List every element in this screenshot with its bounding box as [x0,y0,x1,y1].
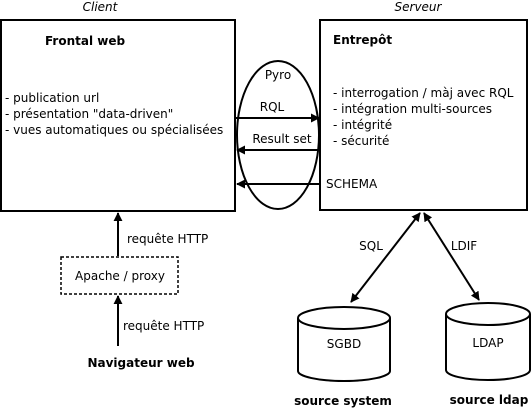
ldap-label: LDAP [472,336,503,350]
sql-arrow [350,212,421,303]
sgbd-label: SGBD [327,337,361,351]
http-label-lower: requête HTTP [123,319,204,333]
client-heading: Client [83,0,119,14]
schema-label: SCHEMA [326,177,378,191]
proxy-box [60,256,179,295]
sgbd-cylinder [297,306,391,382]
server-heading: Serveur [395,0,443,14]
client-item-views: - vues automatiques ou spécialisées [5,123,223,137]
sql-label: SQL [359,239,383,253]
ldap-cylinder [445,302,531,381]
rql-label: RQL [260,100,285,114]
result-set-label: Result set [252,132,312,146]
pyro-label: Pyro [265,68,291,82]
server-box [319,19,528,211]
client-item-url: - publication url [5,91,99,105]
source-system-caption: source system [294,394,392,408]
server-item-multisource: - intégration multi-sources [333,102,492,116]
pyro-ellipse [236,60,320,210]
browser-label: Navigateur web [87,356,195,370]
server-title: Entrepôt [333,33,392,47]
client-item-data-driven: - présentation "data-driven" [5,107,173,121]
source-ldap-caption: source ldap [450,393,529,407]
ldif-arrow [423,212,480,301]
server-item-integrity: - intégrité [333,118,392,132]
proxy-label: Apache / proxy [75,269,165,283]
server-item-security: - sécurité [333,134,389,148]
http-label-upper: requête HTTP [127,232,208,246]
server-item-rql: - interrogation / màj avec RQL [333,86,514,100]
client-title: Frontal web [45,34,125,48]
client-box [0,19,236,212]
ldif-label: LDIF [451,239,477,253]
